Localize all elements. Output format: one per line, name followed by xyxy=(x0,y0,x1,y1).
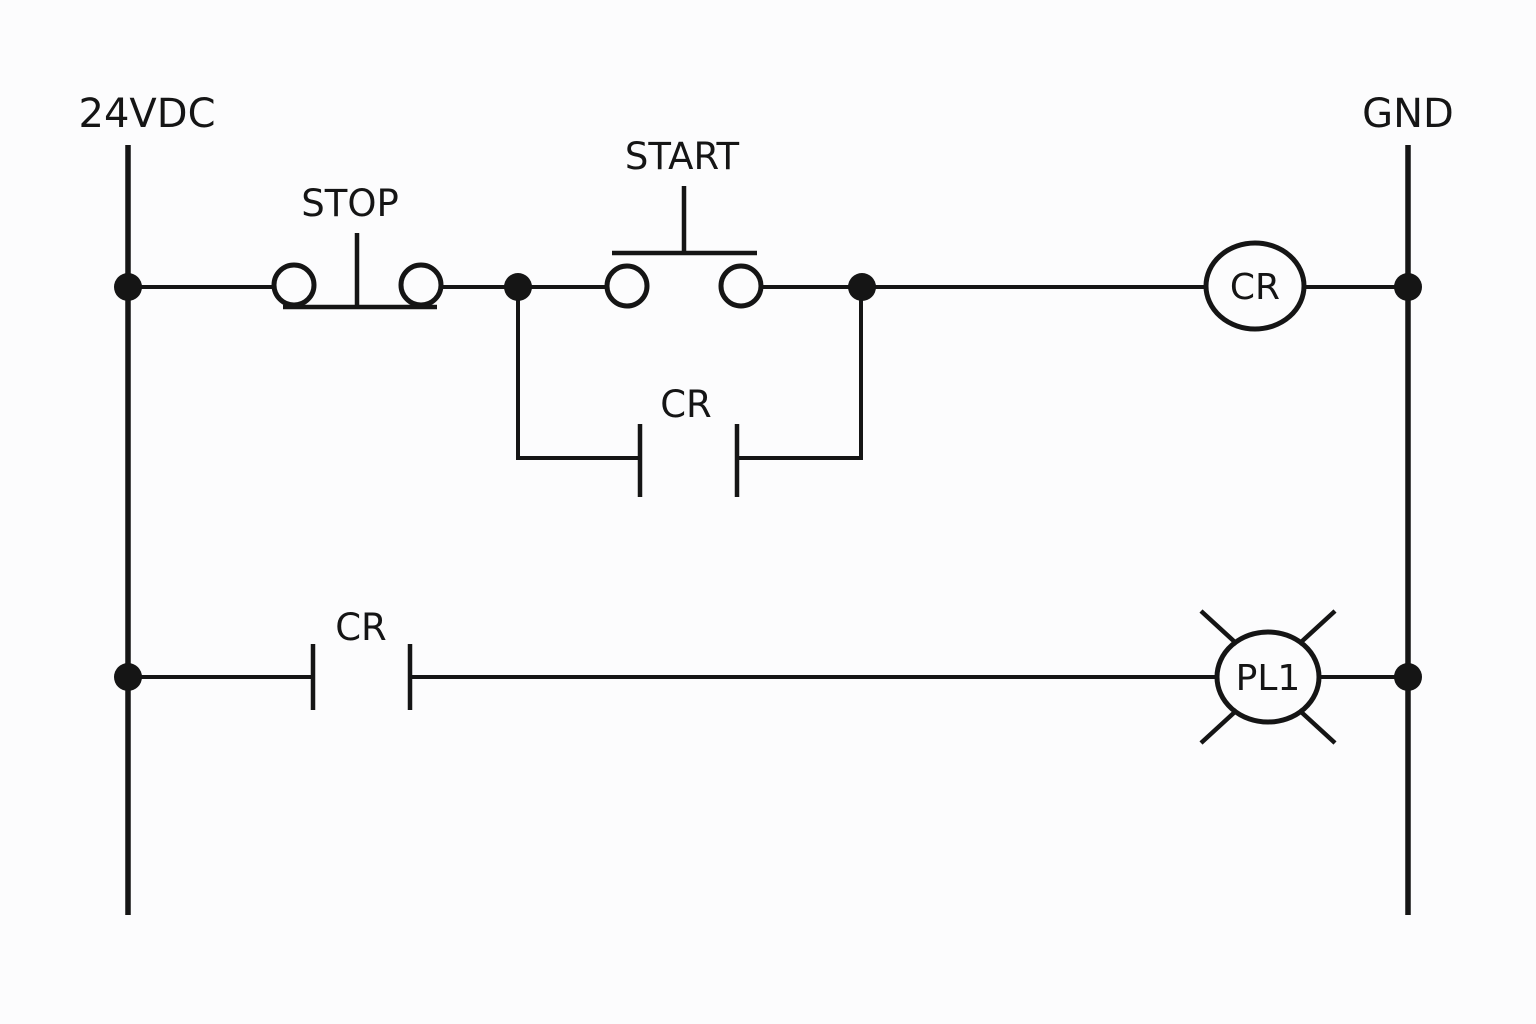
cr-contact-no: CR xyxy=(310,606,413,710)
junction-dot xyxy=(848,273,876,301)
start-pushbutton-no: START xyxy=(604,135,764,309)
stop-contact-left-icon xyxy=(271,262,317,308)
start-contact-right-icon xyxy=(718,263,764,309)
left-rail-label: 24VDC xyxy=(79,91,216,137)
pl1-pilot-light: PL1 xyxy=(1199,609,1337,745)
junction-dot xyxy=(1394,273,1422,301)
lamp-ray-top-right-icon xyxy=(1297,609,1337,646)
cr-seal-in-branch: CR xyxy=(516,287,863,497)
cr-coil-label: CR xyxy=(1230,267,1280,308)
cr-seal-contact-label: CR xyxy=(660,383,712,426)
cr-relay-coil: CR xyxy=(1203,240,1307,332)
lamp-ray-bottom-right-icon xyxy=(1297,708,1337,745)
junction-dot xyxy=(114,273,142,301)
right-rail-label: GND xyxy=(1362,91,1454,137)
stop-pushbutton-nc: STOP xyxy=(271,182,444,310)
lamp-ray-top-left-icon xyxy=(1199,609,1239,646)
cr-contact-label: CR xyxy=(335,606,387,649)
junction-dot xyxy=(114,663,142,691)
pl1-label: PL1 xyxy=(1236,658,1301,699)
junction-dot xyxy=(1394,663,1422,691)
lamp-ray-bottom-left-icon xyxy=(1199,708,1239,745)
stop-contact-right-icon xyxy=(398,262,444,308)
junction-dot xyxy=(504,273,532,301)
start-label: START xyxy=(625,135,740,178)
start-contact-left-icon xyxy=(604,263,650,309)
stop-label: STOP xyxy=(301,182,399,225)
